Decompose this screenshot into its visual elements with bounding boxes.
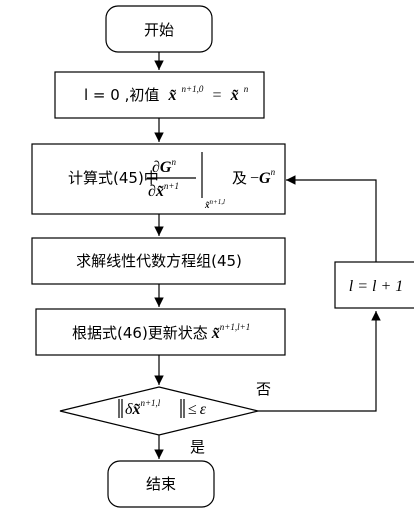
no-label: 否 [256, 380, 271, 398]
check-node: δx̃n+1,l ≤ε [59, 386, 259, 436]
fraction-numerator: ∂Gn [152, 157, 176, 176]
yes-label: 是 [190, 438, 205, 456]
increment-label: l = l + 1 [349, 278, 403, 295]
compute-suffix: 及−Gn [232, 167, 276, 187]
init-lhs-var: x̃ [167, 87, 176, 104]
init-label: l = 0 ,初值 x̃ n+1,0 = x̃ n [84, 77, 249, 104]
init-prefix: l = 0 ,初值 [84, 86, 159, 104]
solve-node: 求解线性代数方程组(45) [31, 237, 286, 285]
init-eq: = [212, 87, 221, 104]
end-node: 结束 [107, 460, 215, 508]
partial-derivative: ∂Gn ∂x̃n+1 x̃n+1,l [147, 152, 225, 210]
compute-prefix: 计算式(45)中 [68, 169, 159, 187]
check-label: δx̃n+1,l [125, 398, 161, 418]
init-node: l = 0 ,初值 x̃ n+1,0 = x̃ n [54, 71, 265, 119]
evaluation-subscript: x̃n+1,l [204, 198, 225, 210]
edge-check-increment [258, 311, 381, 412]
edge-increment-compute [286, 175, 377, 262]
fraction-denominator: ∂x̃n+1 [148, 181, 179, 200]
init-rhs-var: x̃ [230, 87, 239, 104]
start-node: 开始 [105, 5, 213, 53]
init-rhs-sup: n [244, 84, 249, 94]
init-lhs-sup: n+1,0 [182, 84, 204, 94]
increment-node: l = l + 1 [334, 261, 414, 309]
compute-node: 计算式(45)中 ∂Gn ∂x̃n+1 x̃n+1,l 及−Gn [31, 143, 286, 215]
solve-label: 求解线性代数方程组(45) [76, 252, 242, 270]
check-rhs: ≤ε [188, 401, 207, 418]
end-label: 结束 [146, 475, 176, 493]
start-label: 开始 [144, 21, 174, 39]
